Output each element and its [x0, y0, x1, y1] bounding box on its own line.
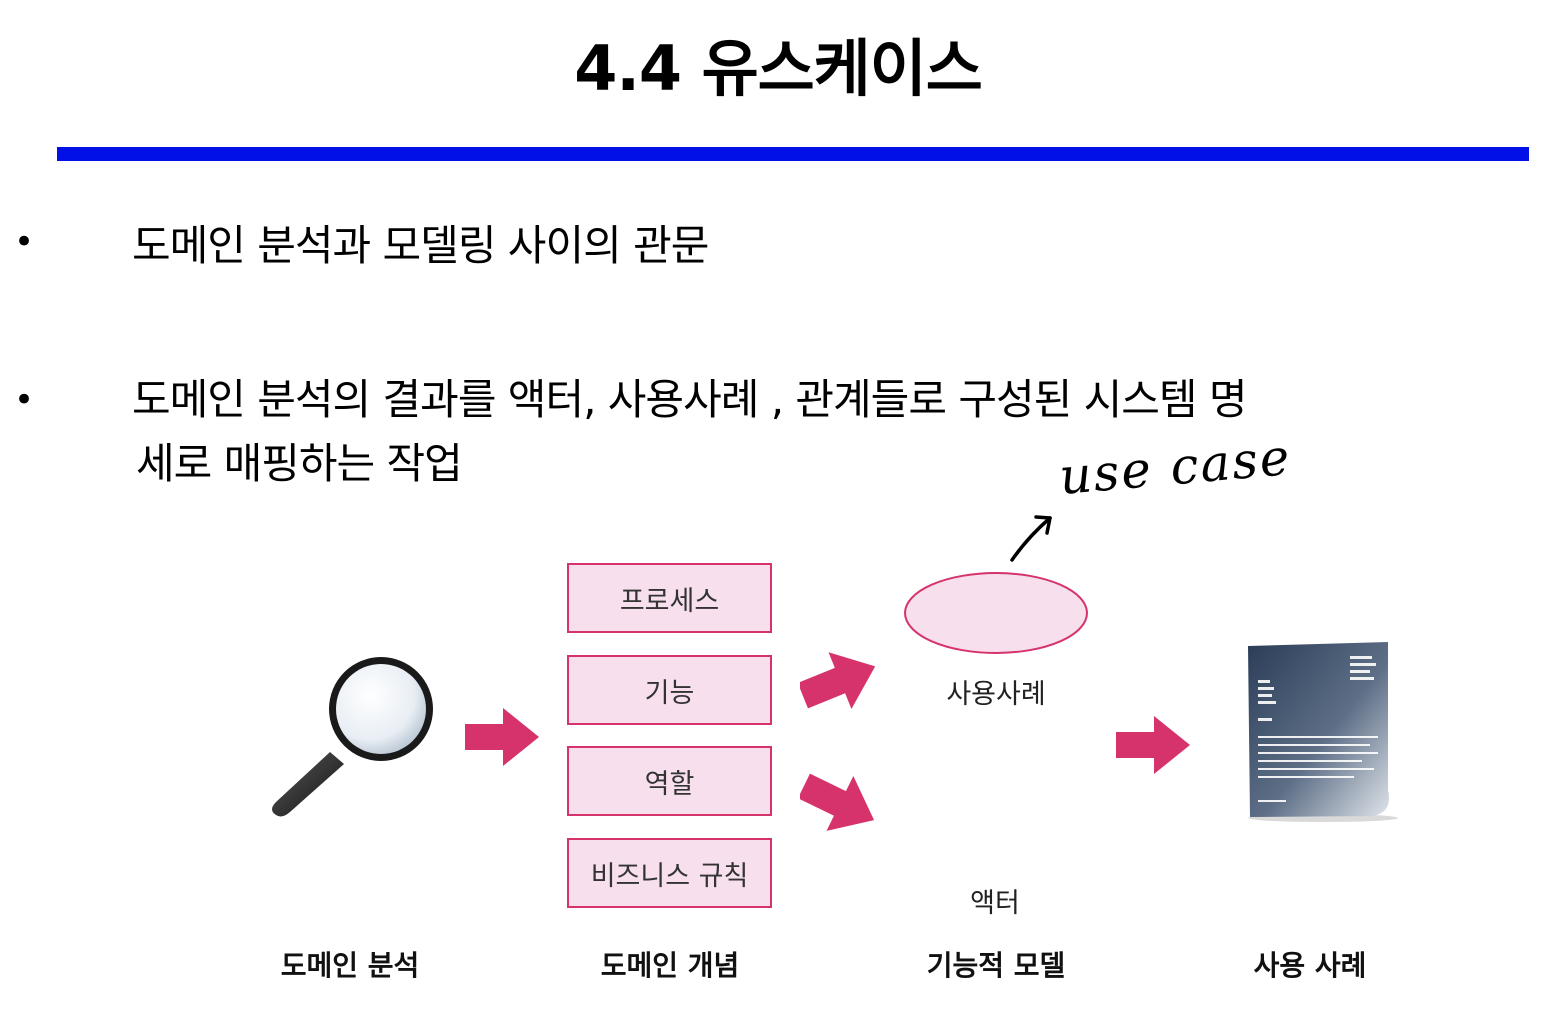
use-case-label: 사용사례 — [946, 679, 1046, 710]
bullet-marker: • — [14, 222, 35, 262]
caption-domain-analysis: 도메인 분석 — [280, 949, 420, 982]
bullet-marker: • — [14, 380, 35, 420]
annotation-arrow-icon — [1010, 515, 1052, 562]
domain-concept-box: 역할 — [567, 746, 772, 816]
caption-functional-model: 기능적 모델 — [926, 949, 1066, 982]
use-case-ellipse — [904, 572, 1088, 654]
bullet-text-2: 도메인 분석의 결과를 액터, 사용사례 , 관계들로 구성된 시스템 명 세로… — [132, 368, 1247, 496]
arrow-icon — [800, 652, 876, 709]
bullet-line: 도메인 분석의 결과를 액터, 사용사례 , 관계들로 구성된 시스템 명 — [132, 375, 1247, 424]
domain-concept-box: 비즈니스 규칙 — [567, 838, 772, 908]
bullet-line: 도메인 분석과 모델링 사이의 관문 — [132, 221, 709, 270]
title-divider — [57, 147, 1529, 161]
bullet-text-1: 도메인 분석과 모델링 사이의 관문 — [132, 214, 709, 278]
page-title: 4.4 유스케이스 — [574, 32, 983, 105]
magnifier-icon — [272, 657, 433, 817]
document-icon — [1248, 642, 1398, 822]
arrow-icon — [800, 773, 875, 831]
caption-domain-concept: 도메인 개념 — [600, 949, 740, 982]
actor-label: 액터 — [970, 888, 1020, 919]
arrow-icon — [1116, 716, 1190, 774]
domain-concept-box: 프로세스 — [567, 563, 772, 633]
caption-use-case: 사용 사례 — [1253, 949, 1367, 982]
arrow-icon — [465, 708, 539, 766]
bullet-line: 세로 매핑하는 작업 — [136, 439, 463, 488]
domain-concept-box: 기능 — [567, 655, 772, 725]
